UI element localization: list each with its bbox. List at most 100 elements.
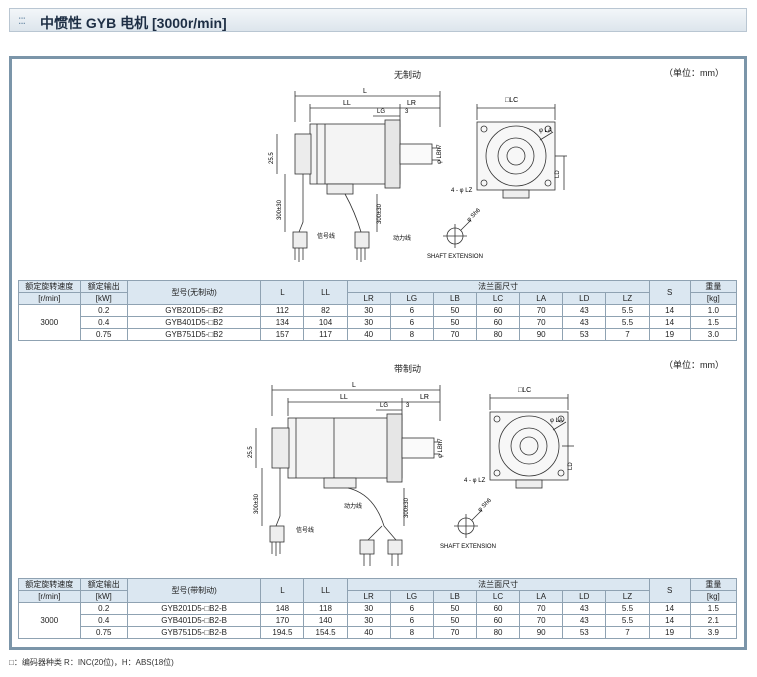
motor-drawing-with-brake: L LL LR LG 3 □LC φ LA 4 - φ LZ LD φ LBh7…: [248, 382, 574, 566]
table-row: 0.75 GYB751D5-□B2-B 194.5 154.5 40 8 70 …: [19, 626, 738, 639]
table-cell: 70: [432, 626, 477, 639]
dim-LL-label: LL: [343, 100, 351, 107]
table-cell: 70: [519, 602, 564, 615]
header-cell: [r/min]: [18, 590, 81, 603]
table-cell: 5.5: [605, 602, 650, 615]
spec-table-no-brake: 额定旋转速度 额定输出 型号(无制动) L LL 法兰面尺寸 S 重量 [r/m…: [18, 280, 738, 341]
table-cell: 1.0: [689, 304, 738, 317]
speed-cell: 3000: [18, 304, 81, 341]
header-cell: [kg]: [689, 292, 738, 305]
table-cell: 60: [475, 614, 521, 627]
header-cell: LA: [519, 292, 564, 305]
title-bar: ::: 中惯性 GYB 电机 [3000r/min]: [9, 8, 747, 32]
header-cell: [kW]: [79, 590, 128, 603]
section-title-no-brake: 无制动: [394, 70, 422, 80]
dim-S-label: φ Sh6: [477, 497, 493, 513]
header-cell: 型号(带制动): [126, 578, 262, 603]
table-cell: 43: [562, 602, 607, 615]
table-cell: 53: [562, 328, 607, 341]
table-cell: GYB201D5-□B2-B: [126, 602, 262, 615]
table-cell: 140: [303, 614, 348, 627]
signal-line-label: 信号线: [296, 526, 314, 534]
header-cell: L: [260, 578, 305, 603]
header-cell: 额定旋转速度: [18, 280, 81, 293]
table-header-row: 额定旋转速度 额定输出 型号(无制动) L LL 法兰面尺寸 S 重量: [18, 280, 738, 305]
table-cell: 0.2: [79, 602, 128, 615]
dim-LC-label: □LC: [518, 387, 531, 394]
header-cell: LC: [475, 590, 521, 603]
table-cell: 43: [562, 614, 607, 627]
header-cell: LB: [432, 292, 477, 305]
signal-line-label: 信号线: [317, 232, 335, 240]
table-cell: 7: [605, 328, 650, 341]
shaft-extension-label: SHAFT EXTENSION: [440, 544, 496, 550]
table-cell: 50: [432, 316, 477, 329]
table-cell: 3.9: [689, 626, 738, 639]
header-cell: LC: [475, 292, 521, 305]
dim-LC-label: □LC: [505, 97, 518, 104]
header-cell: L: [260, 280, 305, 305]
table-cell: 14: [648, 316, 691, 329]
header-cell: 法兰面尺寸: [346, 280, 650, 293]
power-line-label: 动力线: [393, 234, 411, 242]
table-cell: 30: [346, 602, 391, 615]
header-cell: LL: [303, 578, 348, 603]
header-cell: 额定输出: [79, 578, 128, 591]
dim-LG-label: LG: [380, 403, 388, 409]
dim-25-5-label: 25.5: [269, 152, 275, 164]
header-cell: LG: [389, 292, 434, 305]
dim-LD-label: LD: [568, 462, 574, 470]
table-cell: 70: [519, 316, 564, 329]
table-cell: 14: [648, 304, 691, 317]
header-cell: 法兰面尺寸: [346, 578, 650, 591]
dim-L-label: L: [363, 88, 367, 95]
motor-drawing-no-brake: L LL LR LG 3 □LC φ LA 4 - φ LZ LD φ LBh7…: [269, 88, 567, 262]
table-cell: 14: [648, 614, 691, 627]
header-cell: [kW]: [79, 292, 128, 305]
table-cell: 90: [519, 328, 564, 341]
table-cell: 0.75: [79, 626, 128, 639]
header-cell: S: [648, 280, 691, 305]
table-cell: 148: [260, 602, 305, 615]
dim-cable-signal-label: 300±30: [254, 493, 260, 514]
table-cell: GYB401D5-□B2: [126, 316, 262, 329]
section-title-with-brake: 带制动: [394, 364, 422, 374]
table-cell: 19: [648, 626, 691, 639]
table-cell: 80: [475, 328, 521, 341]
header-cell: LZ: [605, 292, 650, 305]
header-cell: LA: [519, 590, 564, 603]
table-cell: GYB751D5-□B2-B: [126, 626, 262, 639]
table-cell: GYB751D5-□B2: [126, 328, 262, 341]
table-cell: 118: [303, 602, 348, 615]
dim-LR-label: LR: [407, 100, 416, 107]
dim-cable-signal-label: 300±30: [277, 199, 283, 220]
dim-LZ-label: 4 - φ LZ: [451, 188, 473, 194]
header-cell: LD: [562, 292, 607, 305]
unit-note-2: （单位：mm）: [664, 360, 724, 370]
table-cell: GYB401D5-□B2-B: [126, 614, 262, 627]
table-cell: 30: [346, 304, 391, 317]
table-header-row: [r/min] [kW] LR LG LB LC LA LD LZ [kg]: [18, 292, 738, 305]
table-row: 0.4 GYB401D5-□B2-B 170 140 30 6 50 60 70…: [19, 614, 738, 627]
encoder-footnote: □：编码器种类 R：INC(20位)，H：ABS(18位): [9, 658, 174, 667]
header-cell: S: [648, 578, 691, 603]
table-cell: 40: [346, 626, 391, 639]
table-cell: 40: [346, 328, 391, 341]
header-cell: LB: [432, 590, 477, 603]
table-cell: 2.1: [689, 614, 738, 627]
table-cell: 6: [389, 602, 434, 615]
title-dots-icon: :::: [18, 13, 26, 27]
table-cell: 70: [519, 614, 564, 627]
dim-LD-label: LD: [555, 170, 561, 178]
table-cell: 43: [562, 316, 607, 329]
table-cell: 0.4: [79, 316, 128, 329]
table-cell: 60: [475, 602, 521, 615]
dim-LA-label: φ LA: [550, 418, 563, 424]
dim-25-5-label: 25.5: [248, 446, 254, 458]
table-cell: 19: [648, 328, 691, 341]
table-row: 0.75 GYB751D5-□B2 157 117 40 8 70 80 90 …: [19, 328, 738, 341]
table-cell: 0.75: [79, 328, 128, 341]
dim-LB-label: φ LBh7: [438, 438, 444, 458]
table-cell: 0.2: [79, 304, 128, 317]
header-cell: LG: [389, 590, 434, 603]
